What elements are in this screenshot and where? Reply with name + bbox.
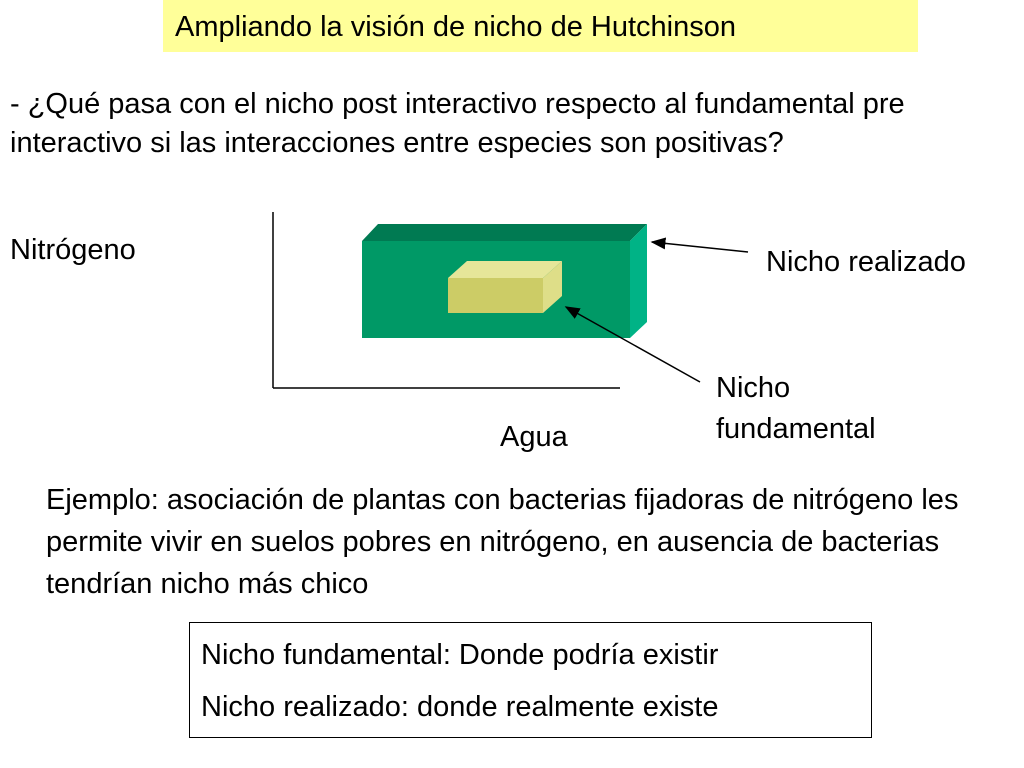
question-text: - ¿Qué pasa con el nicho post interactiv… bbox=[10, 88, 905, 159]
definition-fundamental: Nicho fundamental: Donde podría existir bbox=[201, 639, 719, 671]
fundamental-niche-box bbox=[448, 261, 562, 313]
slide-title: Ampliando la visión de nicho de Hutchins… bbox=[163, 0, 918, 52]
fundamental-niche-label-line1: Nicho bbox=[716, 372, 791, 404]
realized-niche-arrow bbox=[650, 237, 749, 253]
definitions-box: Nicho fundamental: Donde podría existir … bbox=[189, 622, 872, 738]
x-axis-label: Agua bbox=[500, 421, 568, 453]
fundamental-niche-side bbox=[543, 261, 562, 313]
fundamental-niche-arrow bbox=[564, 306, 701, 383]
realized-niche-top bbox=[362, 224, 647, 241]
realized-niche-label: Nicho realizado bbox=[766, 246, 966, 278]
fundamental-niche-label-line2: fundamental bbox=[716, 413, 876, 445]
fundamental-niche-top bbox=[448, 261, 562, 278]
example-text: Ejemplo: asociación de plantas con bacte… bbox=[46, 484, 959, 600]
y-axis-label: Nitrógeno bbox=[10, 234, 136, 266]
definition-realized: Nicho realizado: donde realmente existe bbox=[201, 691, 719, 723]
fundamental-niche-front bbox=[448, 278, 543, 313]
realized-niche-side bbox=[630, 224, 647, 338]
